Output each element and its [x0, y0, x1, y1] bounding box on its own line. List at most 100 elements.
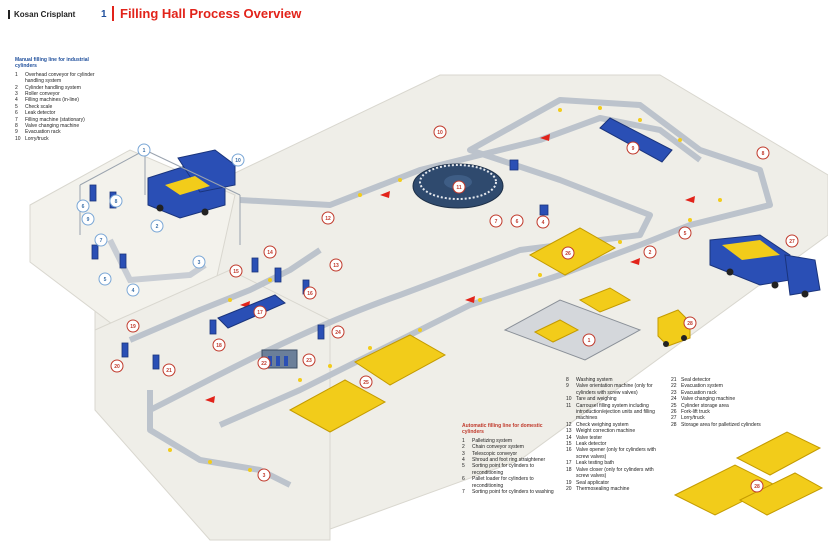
svg-text:11: 11	[456, 185, 462, 191]
svg-text:6: 6	[82, 204, 85, 210]
marker-manual-7: 7	[94, 233, 108, 247]
svg-text:28: 28	[687, 321, 693, 327]
fork-lift-truck	[657, 309, 691, 347]
marker-auto-17: 17	[253, 305, 267, 319]
marker-auto-16: 16	[303, 286, 317, 300]
marker-auto-13: 13	[329, 258, 343, 272]
marker-auto-12: 12	[321, 211, 335, 225]
storage-area-palletized-cylinders	[673, 431, 824, 516]
marker-auto-15: 15	[229, 264, 243, 278]
svg-text:17: 17	[257, 310, 263, 316]
svg-text:20: 20	[114, 364, 120, 370]
marker-auto-21: 21	[162, 363, 176, 377]
marker-auto-9: 9	[626, 141, 640, 155]
svg-text:10: 10	[235, 158, 241, 164]
marker-auto-22: 22	[257, 356, 271, 370]
svg-text:8: 8	[115, 199, 118, 205]
lorry-truck-right	[709, 234, 821, 298]
svg-text:4: 4	[542, 220, 545, 226]
svg-text:2: 2	[649, 250, 652, 256]
svg-text:18: 18	[216, 343, 222, 349]
marker-auto-26: 26	[561, 246, 575, 260]
svg-text:1: 1	[143, 148, 146, 154]
marker-auto-5: 5	[678, 226, 692, 240]
lorry-truck-left	[147, 149, 236, 219]
svg-text:7: 7	[495, 219, 498, 225]
svg-text:12: 12	[325, 216, 331, 222]
automatic-markers: 1 2 3 4 5 6 7 8 9 10 11 12 13 14 15 16 1…	[110, 125, 799, 493]
marker-auto-4: 4	[536, 215, 550, 229]
marker-auto-25: 25	[359, 375, 373, 389]
marker-auto-3: 3	[257, 468, 271, 482]
svg-text:3: 3	[198, 260, 201, 266]
svg-text:6: 6	[516, 219, 519, 225]
svg-text:3: 3	[263, 473, 266, 479]
marker-manual-6: 6	[76, 199, 90, 213]
marker-auto-8: 8	[756, 146, 770, 160]
marker-auto-10: 10	[433, 125, 447, 139]
marker-auto-11: 11	[452, 180, 466, 194]
marker-auto-7: 7	[489, 214, 503, 228]
cylinder-handling-frame	[79, 149, 241, 245]
svg-text:19: 19	[130, 324, 136, 330]
svg-text:9: 9	[87, 217, 90, 223]
svg-text:14: 14	[267, 250, 273, 256]
svg-text:26: 26	[565, 251, 571, 257]
marker-manual-3: 3	[192, 255, 206, 269]
marker-auto-28-storage: 28	[750, 479, 764, 493]
svg-text:21: 21	[166, 368, 172, 374]
svg-text:22: 22	[261, 361, 267, 367]
auto-legend-col1: Automatic filling line for domestic cyli…	[462, 423, 558, 495]
marker-manual-10: 10	[231, 153, 245, 167]
marker-auto-2: 2	[643, 245, 657, 259]
leak-testing-bath	[217, 294, 286, 329]
manual-legend-title: Manual filling line for industrial cylin…	[15, 57, 89, 70]
svg-text:1: 1	[588, 338, 591, 344]
cylinders-on-conveyor	[168, 106, 722, 472]
marker-auto-27: 27	[785, 234, 799, 248]
marker-auto-14: 14	[263, 245, 277, 259]
auto-legend-title: Automatic filling line for domestic cyli…	[462, 423, 543, 436]
marker-auto-19: 19	[126, 319, 140, 333]
marker-manual-4: 4	[126, 283, 140, 297]
marker-auto-20: 20	[110, 359, 124, 373]
svg-text:15: 15	[233, 269, 239, 275]
svg-text:5: 5	[684, 231, 687, 237]
chain-conveyor-system	[148, 97, 773, 428]
marker-manual-1: 1	[137, 143, 151, 157]
page-title: Filling Hall Process Overview	[112, 6, 301, 21]
marker-auto-6: 6	[510, 214, 524, 228]
manual-legend: Manual filling line for industrial cylin…	[15, 57, 107, 142]
